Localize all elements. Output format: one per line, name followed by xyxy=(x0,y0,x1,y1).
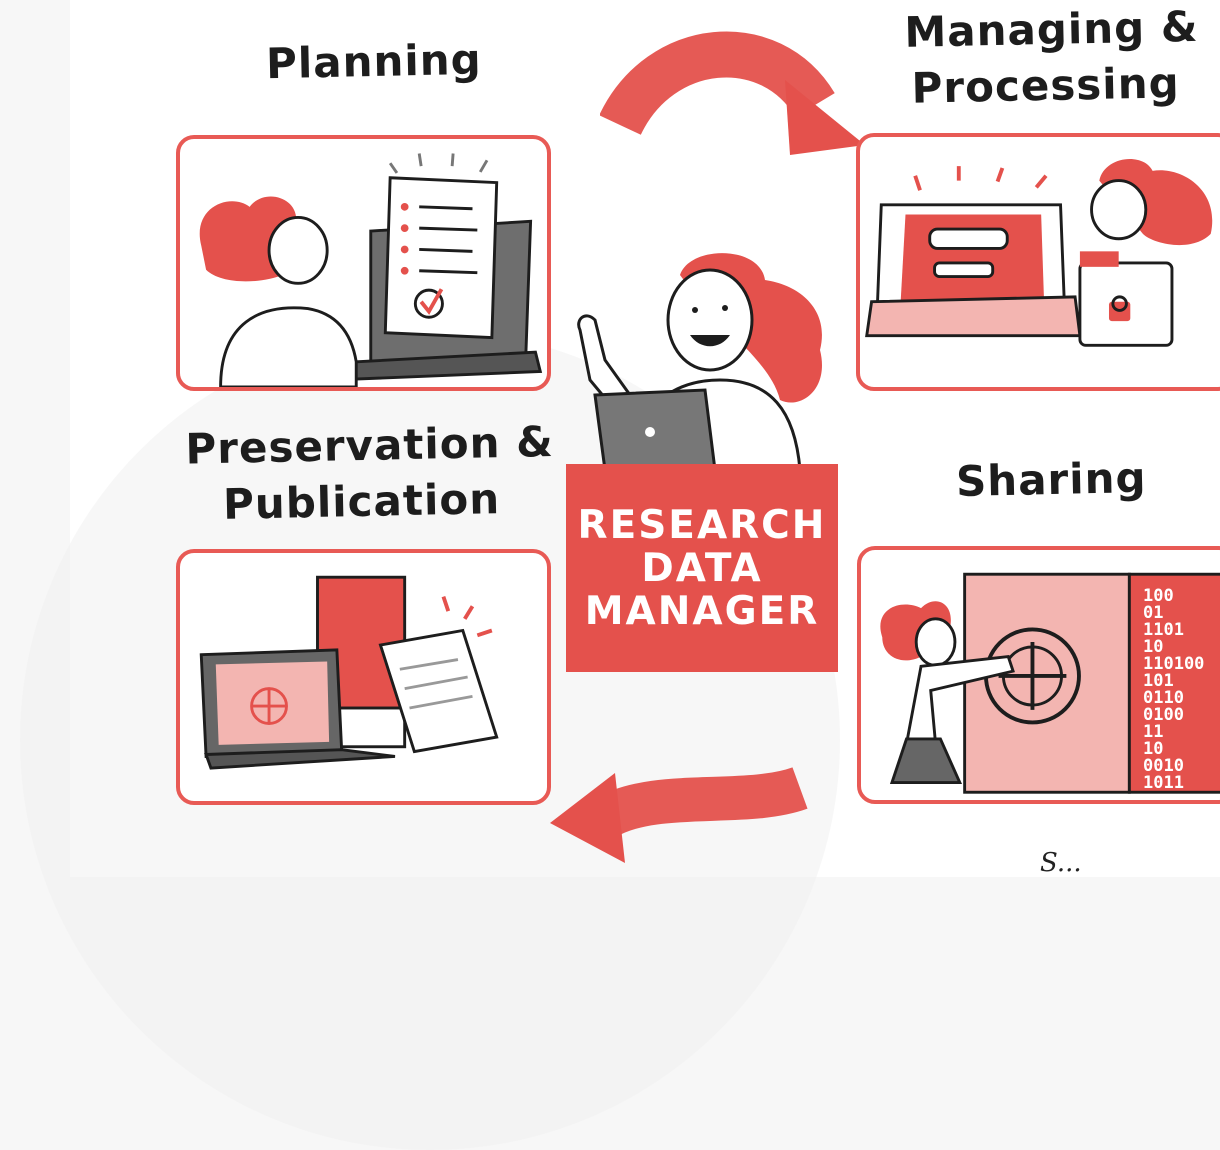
toolbox-icon xyxy=(865,158,1213,347)
sharing-title: Sharing xyxy=(955,453,1148,506)
managing-processing-title: Managing & Processing xyxy=(903,1,1199,113)
binary-text-block: 100 01 1101 10 110100 101 0110 0100 11 1… xyxy=(1143,586,1205,793)
artist-signature: S... xyxy=(1040,848,1082,878)
center-label-line: MANAGER xyxy=(584,588,820,634)
vault-binary-icon xyxy=(880,572,1220,794)
preservation-panel xyxy=(176,549,551,805)
cycle-arrow-bottom-icon xyxy=(550,767,808,863)
center-label-line: RESEARCH xyxy=(577,502,827,548)
planning-panel xyxy=(176,135,551,391)
managing-panel xyxy=(856,133,1220,391)
laptop-globe-icon xyxy=(199,575,499,770)
preservation-publication-title: Preservation & Publication xyxy=(184,416,555,529)
planning-title: Planning xyxy=(265,34,483,89)
research-data-manager-figure xyxy=(577,253,822,470)
sharing-panel: 100 01 1101 10 110100 101 0110 0100 11 1… xyxy=(857,546,1220,804)
center-label-line: DATA xyxy=(641,545,763,591)
checklist-document-icon xyxy=(199,153,543,387)
research-data-manager-label: RESEARCH DATA MANAGER xyxy=(566,464,838,672)
cycle-arrow-top-icon xyxy=(600,31,865,155)
